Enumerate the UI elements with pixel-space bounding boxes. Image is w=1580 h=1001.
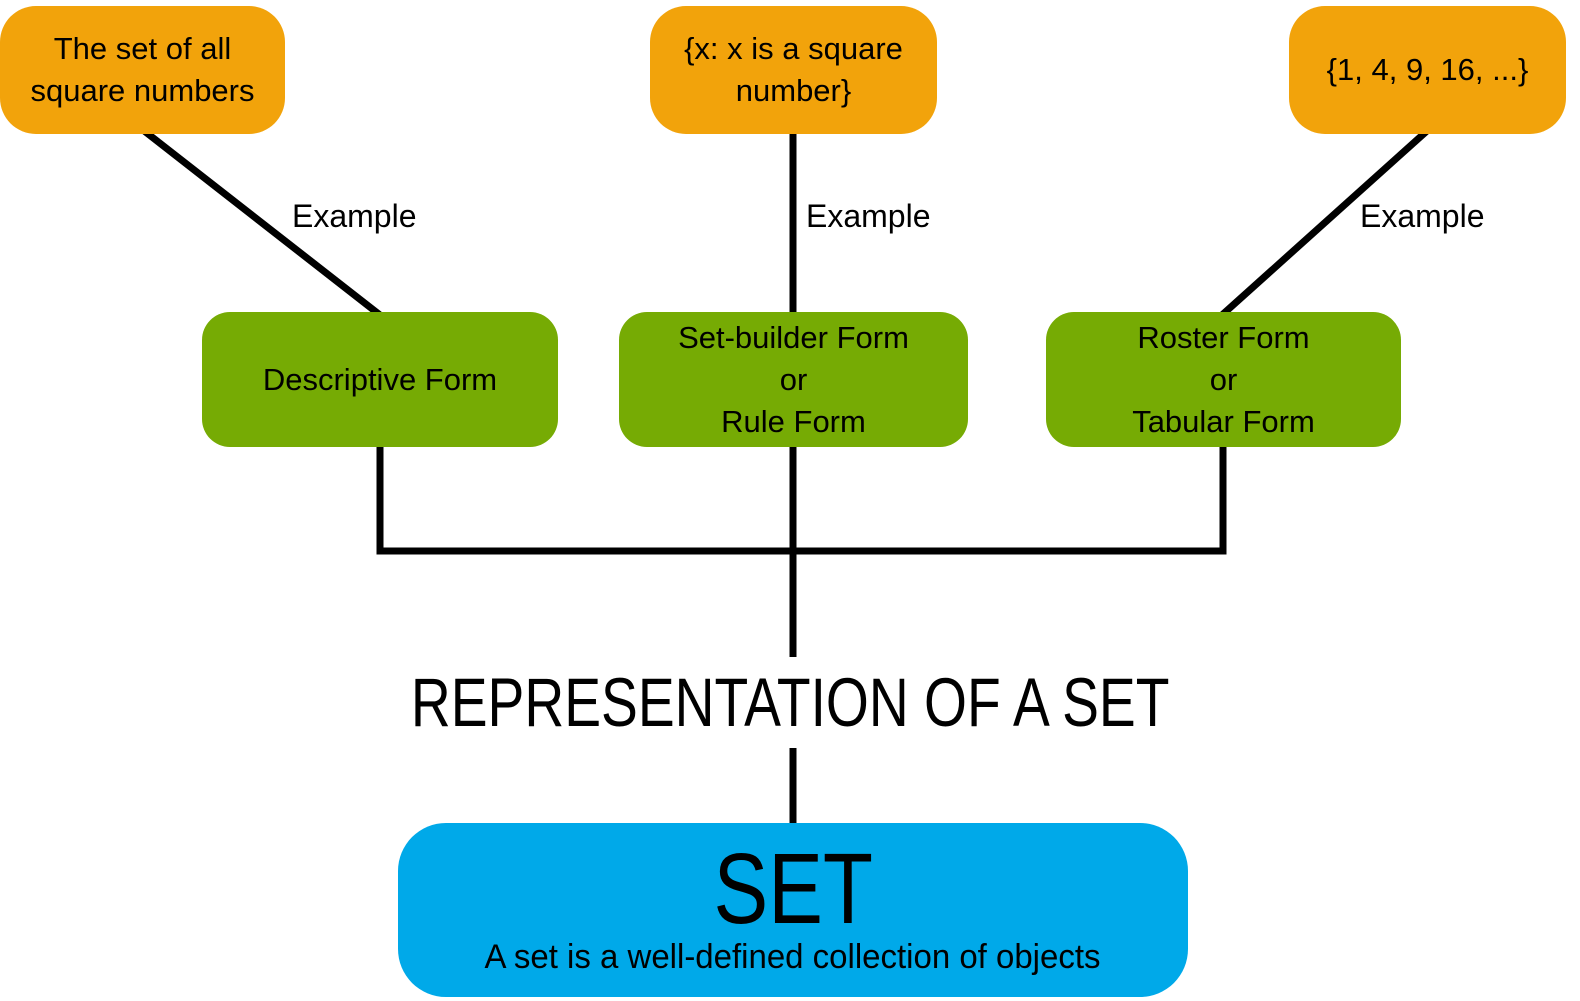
form-box-roster-line1: Roster Form	[1137, 319, 1310, 355]
form-box-set-builder-line3: Rule Form	[721, 403, 866, 439]
form-box-roster-line2: or	[1209, 361, 1238, 397]
edge-label-example-left: Example	[292, 198, 417, 234]
example-box-set-builder-line2: number}	[735, 73, 852, 108]
set-definition-box: SET A set is a well-defined collection o…	[398, 823, 1188, 997]
form-box-roster-line3: Tabular Form	[1132, 403, 1315, 439]
set-name: SET	[713, 833, 873, 946]
diagram-title-text: REPRESENTATION OF A SET	[410, 664, 1170, 741]
example-box-descriptive: The set of all square numbers	[0, 6, 285, 134]
example-box-set-builder: {x: x is a square number}	[650, 6, 937, 134]
form-box-set-builder-line1: Set-builder Form	[678, 319, 909, 355]
example-box-descriptive-line1: The set of all	[53, 31, 232, 66]
example-box-descriptive-line2: square numbers	[30, 73, 255, 108]
set-definition-text: A set is a well-defined collection of ob…	[485, 938, 1101, 977]
edge-example-to-descriptive-form	[139, 126, 384, 319]
example-box-roster: {1, 4, 9, 16, ...}	[1289, 6, 1566, 134]
diagram-title: REPRESENTATION OF A SET	[0, 668, 1580, 737]
bracket-connector	[376, 443, 1227, 555]
edge-label-example-right: Example	[1360, 198, 1485, 234]
example-box-roster-line1: {1, 4, 9, 16, ...}	[1326, 52, 1529, 87]
example-box-set-builder-line1: {x: x is a square	[684, 31, 903, 66]
form-box-set-builder: Set-builder Form or Rule Form	[619, 312, 968, 447]
form-box-descriptive: Descriptive Form	[202, 312, 558, 447]
form-box-set-builder-line2: or	[779, 361, 808, 397]
edge-example-to-roster-form	[1218, 126, 1432, 319]
edge-label-example-middle: Example	[806, 198, 931, 234]
form-box-roster: Roster Form or Tabular Form	[1046, 312, 1401, 447]
form-box-descriptive-line1: Descriptive Form	[262, 361, 498, 397]
